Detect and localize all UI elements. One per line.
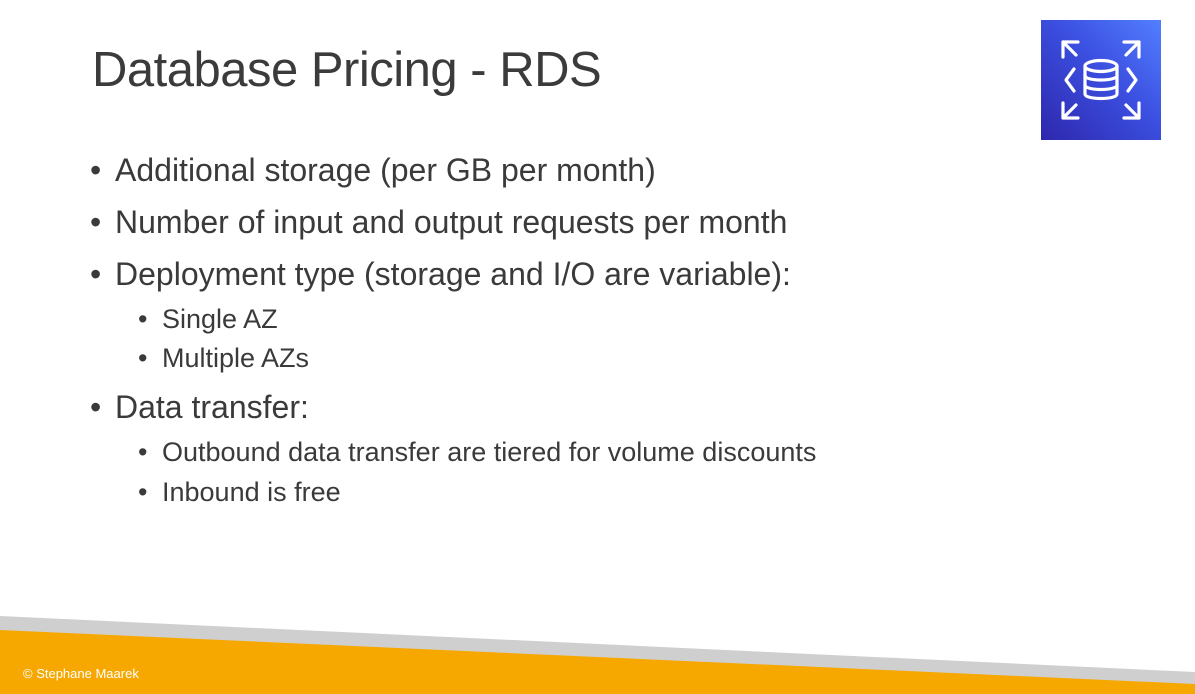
bullet-dot: • bbox=[90, 389, 102, 425]
footer-band bbox=[0, 616, 1195, 694]
page-title: Database Pricing - RDS bbox=[92, 43, 602, 97]
bullet-data-transfer: • Data transfer: bbox=[90, 389, 309, 426]
bullet-text: Number of input and output requests per … bbox=[115, 204, 788, 240]
rds-database-icon bbox=[1041, 20, 1161, 140]
bullet-dot: • bbox=[138, 304, 148, 334]
bullet-dot: • bbox=[90, 256, 102, 292]
footer-orange-band bbox=[0, 630, 1195, 694]
bullet-text: Additional storage (per GB per month) bbox=[115, 152, 656, 188]
sub-bullet-outbound: • Outbound data transfer are tiered for … bbox=[138, 437, 817, 468]
bullet-text: Data transfer: bbox=[115, 389, 309, 425]
sub-bullet-inbound: • Inbound is free bbox=[138, 477, 341, 508]
bullet-additional-storage: • Additional storage (per GB per month) bbox=[90, 152, 656, 189]
sub-bullet-text: Inbound is free bbox=[162, 477, 341, 507]
bullet-dot: • bbox=[90, 152, 102, 188]
sub-bullet-text: Multiple AZs bbox=[162, 343, 310, 373]
bullet-dot: • bbox=[90, 204, 102, 240]
bullet-text: Deployment type (storage and I/O are var… bbox=[115, 256, 791, 292]
sub-bullet-text: Single AZ bbox=[162, 304, 278, 334]
bullet-dot: • bbox=[138, 477, 148, 507]
bullet-deployment-type: • Deployment type (storage and I/O are v… bbox=[90, 256, 791, 293]
sub-bullet-single-az: • Single AZ bbox=[138, 304, 278, 335]
sub-bullet-multiple-azs: • Multiple AZs bbox=[138, 343, 310, 374]
rds-database-icon-graphic bbox=[1061, 40, 1141, 120]
bullet-dot: • bbox=[138, 437, 148, 467]
bullet-io-requests: • Number of input and output requests pe… bbox=[90, 204, 788, 241]
sub-bullet-text: Outbound data transfer are tiered for vo… bbox=[162, 437, 817, 467]
copyright-footer: © Stephane Maarek bbox=[23, 666, 139, 681]
bullet-dot: • bbox=[138, 343, 148, 373]
